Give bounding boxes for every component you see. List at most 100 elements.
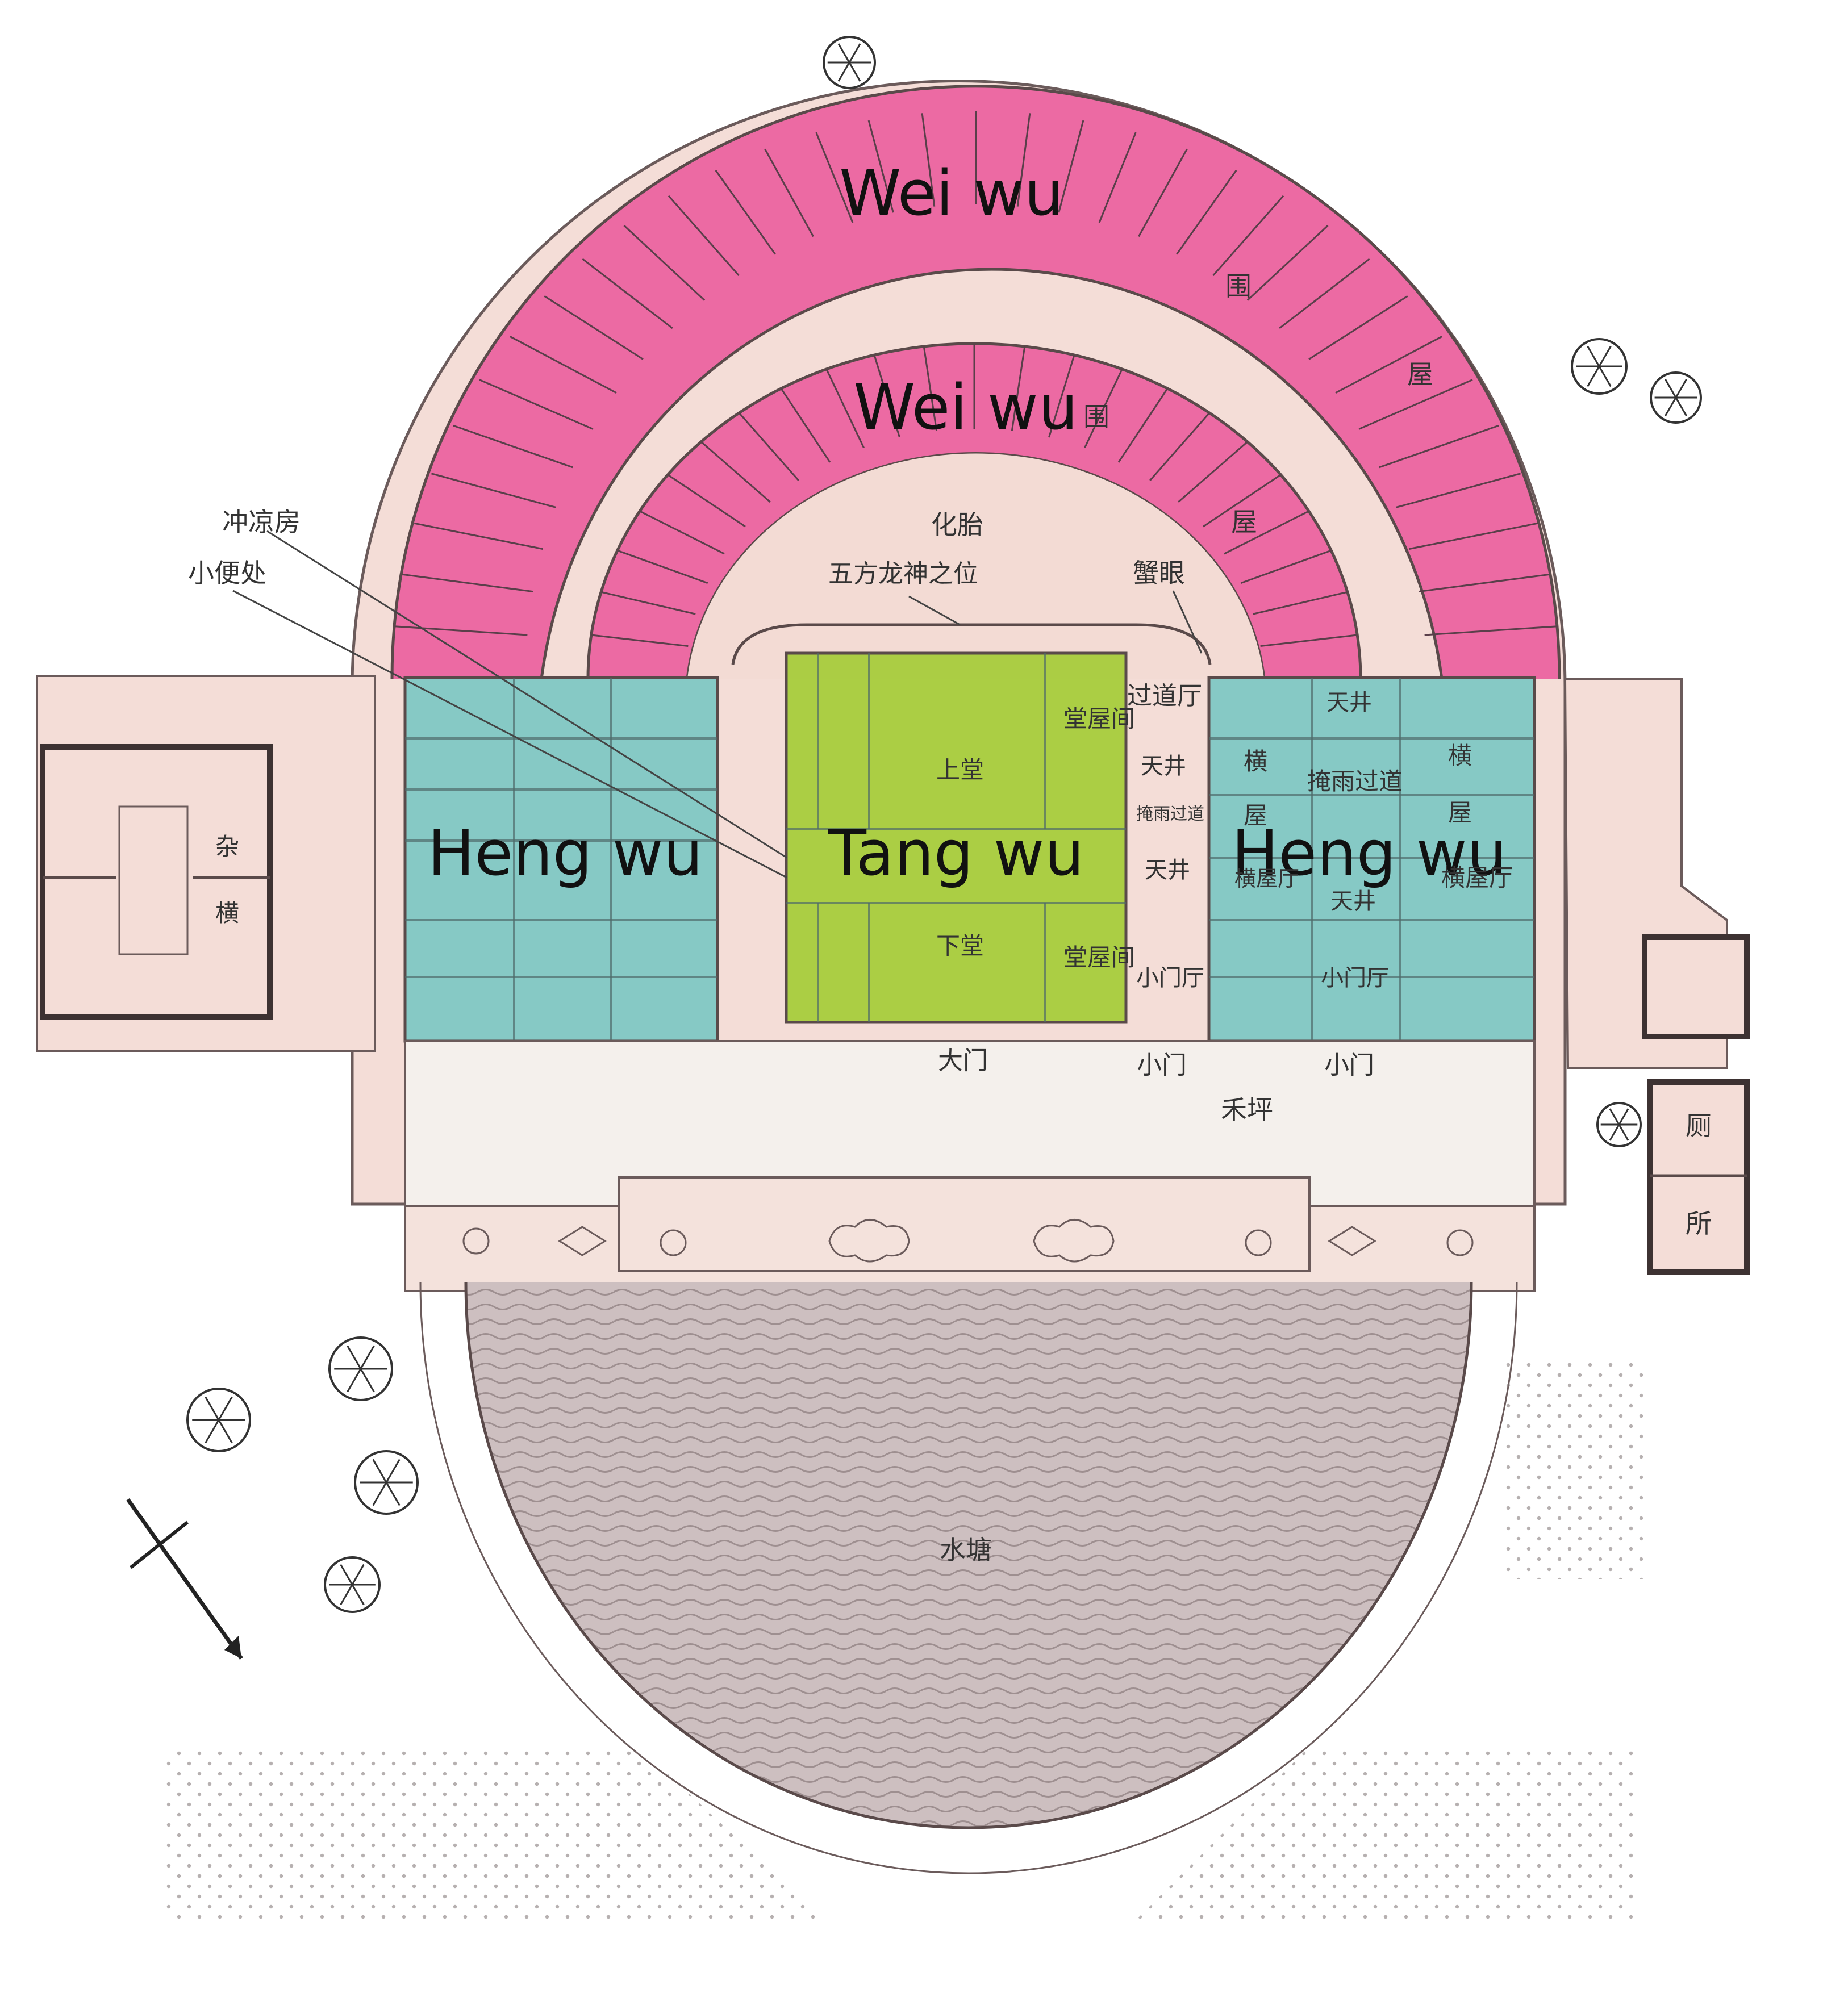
label-wei-wu-outer: Wei wu [839,157,1063,229]
tree-icon [328,1336,393,1401]
hua-tai-mound [687,453,1264,679]
za-heng-building [40,744,273,1020]
wei-wu-room-divider [639,510,725,555]
chinese-labels: 冲凉房 小便处 化胎 五方龙神之位 蟹眼 围 屋 围 屋 过道厅 堂屋间 堂屋间… [188,271,1712,1565]
right-small-building [1642,934,1750,1275]
label-wu-fang: 五方龙神之位 [828,559,978,588]
wei-wu-room-divider [1224,510,1309,555]
wei-wu-room-divider [1178,441,1248,503]
wei-wu-room-divider [1138,148,1188,237]
tree-icon [186,1388,251,1452]
wei-wu-room-divisions [394,111,1558,647]
wei-wu-room-divider [1240,549,1332,584]
wei-wu-room-divider [1335,336,1443,394]
tree-icon [1571,338,1628,395]
wei-wu-room-divider [402,573,533,593]
wei-wu-room-divider [921,113,936,207]
wei-wu-room-divider [700,441,771,503]
label-wei-outer-2: 屋 [1407,359,1433,390]
wei-wu-room-divider [1379,424,1499,469]
wei-wu-room-divider [1176,169,1237,255]
tree-icons [186,36,1702,1613]
leader-xiao-bian-chu [232,590,787,879]
label-tian-jing-4: 天井 [1330,888,1376,914]
label-wei-outer-1: 围 [1225,271,1252,302]
front-terrace [404,1176,1536,1292]
label-hua-tai: 化胎 [931,509,983,540]
label-heng-wu-ting-right: 横屋厅 [1441,864,1513,892]
label-suo: 所 [1686,1208,1712,1239]
wei-wu-room-divider [509,336,617,394]
label-chong-liang-fang: 冲凉房 [222,507,301,537]
label-yan-yu-guo-dao: 掩雨过道 [1307,767,1403,795]
label-heng-small: 横 [215,899,239,927]
wei-wu-room-divider [1212,195,1284,277]
interior-room-lines [405,653,1534,1041]
wei-wu-room-divider [453,424,573,469]
label-tian-jing-1: 天井 [1141,753,1186,779]
label-wu-right: 屋 [1448,799,1472,826]
wei-wu-room-divider [394,625,528,636]
wei-wu-room-divider [825,369,865,449]
tang-wu-zone [785,651,1128,1024]
north-arrow-icon [126,1498,243,1660]
label-shui-tang: 水塘 [940,1535,992,1565]
wei-wu-room-divider [667,474,746,528]
wei-wu-room-divider [591,634,689,647]
label-heng-wu-ting-left: 横屋厅 [1234,866,1299,891]
wei-wu-room-divider [1058,120,1084,213]
label-wei-wu-inner: Wei wu [853,371,1078,444]
wei-wu-room-divider [873,354,900,438]
label-da-men: 大门 [938,1046,988,1075]
wei-wu-room-divider [544,295,644,360]
wei-wu-room-divider [1246,224,1329,301]
wei-wu-room-divider [668,195,740,277]
label-tang-wu-jian-top: 堂屋间 [1063,705,1135,733]
wei-wu-room-divider [1084,369,1123,449]
wei-wu-room-divider [1253,591,1348,615]
wei-wu-room-divider [1149,412,1211,481]
wei-wu-room-divider [479,379,594,430]
wei-wu-room-divider [923,346,938,431]
leader-chong-liang-fang [266,530,787,859]
label-ce: 厕 [1686,1110,1712,1141]
label-heng-right: 横 [1448,742,1472,770]
dotted-fields [165,1363,1647,1920]
label-xiao-men-1: 小门 [1137,1051,1187,1080]
wei-wu-room-divider [1048,354,1075,438]
five-dragon-wall [731,623,1212,665]
label-xiao-bian-chu: 小便处 [188,558,266,588]
wei-wu-room-divider [1117,388,1169,463]
label-xiao-men-ting-1: 小门厅 [1136,965,1204,991]
label-tian-jing-2: 天井 [1145,857,1190,883]
label-guo-dao-ting: 过道厅 [1127,682,1202,711]
label-heng-wu-left: Heng wu [428,817,703,889]
label-tang-wu: Tang wu [828,817,1084,889]
wei-wu-room-divider [414,522,543,550]
label-xie-yan: 蟹眼 [1133,558,1185,588]
wei-wu-room-divider [1011,346,1026,431]
wei-wu-room-divider [764,148,814,237]
tree-icon [1650,371,1702,424]
wei-wu-room-divider [715,169,776,255]
leader-xie-yan [1172,590,1203,654]
wei-wu-room-divider [780,388,831,463]
tree-icon [1596,1102,1642,1147]
wei-wu-room-divider [1308,295,1408,360]
label-xiao-men-2: 小门 [1324,1051,1374,1080]
tree-icon [354,1450,419,1515]
shui-tang-pond [419,1282,1518,1874]
wei-wu-room-divider [1260,634,1358,647]
wei-wu-room-divider [815,132,854,223]
label-shang-tang: 上堂 [936,756,984,784]
label-heng-wu-right: Heng wu [1232,817,1507,889]
wei-wu-room-divider [1358,379,1473,430]
label-za: 杂 [215,833,239,860]
wei-wu-room-divider [1396,473,1521,508]
label-xia-tang: 下堂 [936,932,984,960]
wei-wu-room-divider [1409,522,1538,550]
wei-wu-room-divider [867,120,894,213]
label-he-ping: 禾坪 [1221,1094,1273,1125]
wei-wu-room-divider [1419,573,1550,593]
label-wei-inner-1: 围 [1083,402,1109,432]
